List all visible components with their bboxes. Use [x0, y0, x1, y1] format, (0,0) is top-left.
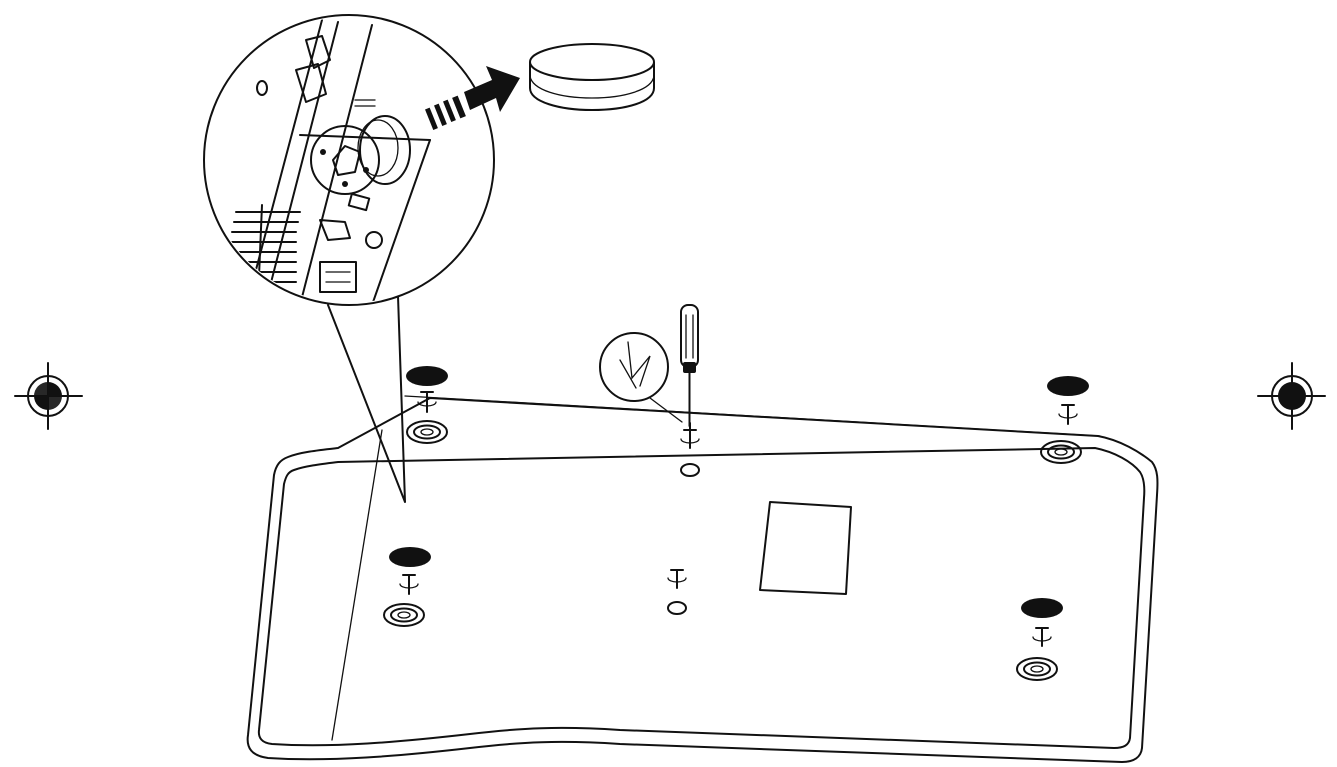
rubber-foot: [406, 366, 448, 386]
foot-assembly-bottom-right: [1016, 598, 1063, 681]
screw-icon: [680, 422, 700, 449]
screw-icon: [1032, 627, 1052, 647]
keyboard-underside: [246, 395, 1159, 763]
registration-mark-right-icon: [1257, 362, 1326, 430]
foot-assembly-top-right: [1040, 376, 1089, 464]
foot-assembly-bottom-left: [383, 547, 431, 627]
rubber-foot: [1047, 376, 1089, 396]
foot-socket: [383, 603, 425, 627]
coin-cell-battery: [529, 43, 655, 112]
foot-socket: [406, 420, 448, 444]
removal-arrow-icon: [425, 66, 520, 130]
magnified-battery-compartment: [231, 19, 431, 303]
foot-assembly-top-left: [406, 366, 448, 444]
label-plate: [759, 501, 852, 595]
screw-icon: [1058, 404, 1078, 425]
screw-hole: [667, 601, 687, 615]
center-screw-top: [680, 422, 700, 477]
screw-detail-bubble: [599, 332, 683, 423]
screwdriver-icon: [680, 304, 699, 427]
rubber-foot: [1021, 598, 1063, 618]
foot-socket: [1016, 657, 1058, 681]
rubber-foot: [389, 547, 431, 567]
screw-icon: [667, 569, 687, 589]
screw-icon: [417, 391, 437, 413]
registration-mark-left-icon: [14, 362, 83, 430]
screw-icon: [399, 574, 419, 595]
screw-hole: [680, 463, 700, 477]
center-screw-bottom: [667, 569, 687, 615]
magnifier-callout: [203, 14, 495, 503]
coin-cell-in-holder: [359, 115, 411, 185]
foot-socket: [1040, 440, 1082, 464]
